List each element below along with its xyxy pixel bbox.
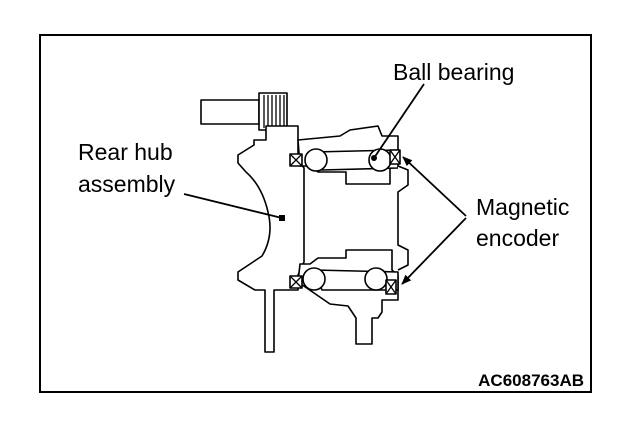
ball-lower-right xyxy=(364,267,388,291)
magnetic-encoder-label-line2: encoder xyxy=(476,225,559,251)
magnetic-encoder-upper xyxy=(389,149,401,165)
ball-bearing-leader-dot xyxy=(371,155,377,161)
rear-hub-label-line2: assembly xyxy=(78,171,176,197)
ball-upper-left xyxy=(304,148,328,172)
ball-bearing-leader xyxy=(373,83,425,159)
rear-hub-leader xyxy=(183,193,283,219)
rear-hub-flange xyxy=(237,125,305,353)
magnetic-encoder-label-line1: Magnetic xyxy=(476,194,569,220)
seal-lower-left xyxy=(289,275,303,289)
ball-lower-left xyxy=(302,267,326,291)
figure-code: AC608763AB xyxy=(478,371,584,390)
magnetic-encoder-lower xyxy=(385,279,397,295)
magnetic-encoder-arrow-upper xyxy=(402,156,467,217)
wheel-stud xyxy=(200,92,288,131)
spindle-body xyxy=(397,165,409,271)
magnetic-encoder-arrow-lower xyxy=(401,217,467,285)
rear-hub-leader-dot xyxy=(279,215,285,221)
figure-frame xyxy=(39,34,592,393)
seal-upper-left xyxy=(289,153,303,167)
rear-hub-label-line1: Rear hub xyxy=(78,139,173,165)
ball-bearing-label: Ball bearing xyxy=(393,59,514,85)
